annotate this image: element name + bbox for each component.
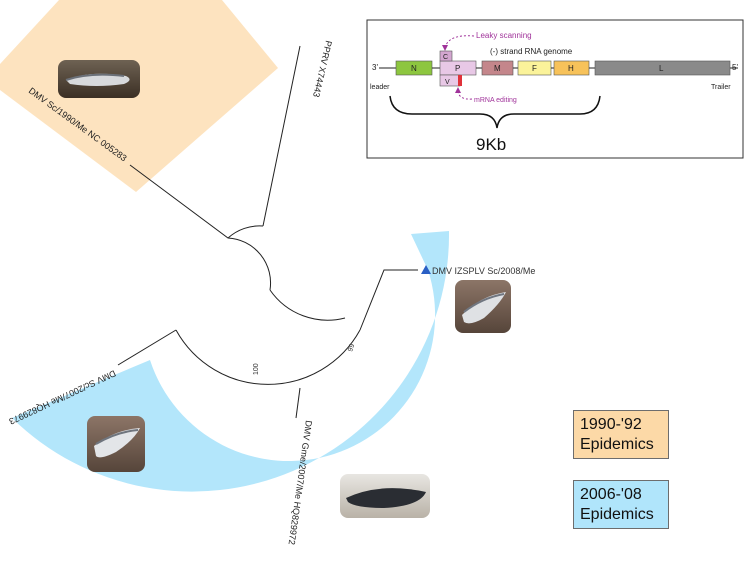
- bootstrap-99: 99: [347, 343, 356, 353]
- legend-2006-years: 2006-'08: [580, 486, 642, 503]
- gene-M: M: [481, 60, 514, 76]
- leaky-arrowhead-icon: [442, 45, 448, 51]
- genome-leader: leader: [370, 84, 390, 91]
- genome-inset: 3' leader 5' Trailer N P C V M: [366, 19, 744, 159]
- genome-trailer: Trailer: [711, 84, 731, 91]
- genome-size-label: 9Kb: [476, 135, 506, 154]
- branch-izsplv: [359, 269, 418, 331]
- branch-inner-arc: [227, 225, 264, 239]
- editing-arrowhead-icon: [455, 87, 461, 93]
- svg-text:H: H: [568, 64, 574, 73]
- legend-1990-epidemics: 1990-'92 Epidemics: [573, 410, 669, 459]
- gene-P: P: [439, 60, 477, 76]
- tree-branches: [117, 45, 418, 419]
- legend-1990-label: Epidemics: [580, 436, 654, 453]
- svg-text:L: L: [659, 64, 664, 73]
- dolphin-photo-gme2007: [340, 474, 430, 518]
- legend-2006-epidemics: 2006-'08 Epidemics: [573, 480, 669, 529]
- svg-text:P: P: [455, 64, 460, 73]
- branch-pprv: [262, 45, 301, 227]
- branch-dmv-1990: [129, 164, 272, 291]
- legend-2006-label: Epidemics: [580, 506, 654, 523]
- label-dmv-gme2007: DMV Gme/2007/Me HQ829972: [287, 420, 314, 546]
- branch-root-arc: [269, 289, 346, 321]
- branch-main-arc: [175, 329, 361, 385]
- dolphin-photo-sc2007: [87, 416, 145, 472]
- gene-H: H: [553, 60, 590, 76]
- gene-N: N: [395, 60, 433, 76]
- clade-1990-highlight: [0, 0, 278, 192]
- svg-text:F: F: [532, 64, 537, 73]
- label-pprv: PPRV X74443: [311, 40, 334, 99]
- legend-1990-years: 1990-'92: [580, 416, 642, 433]
- svg-text:V: V: [445, 79, 450, 86]
- gene-L: L: [594, 60, 731, 76]
- svg-text:N: N: [411, 64, 417, 73]
- gene-F: F: [517, 60, 552, 76]
- dolphin-photo-1990: [58, 60, 140, 98]
- branch-sc2007: [117, 329, 177, 366]
- bootstrap-100: 100: [253, 363, 260, 375]
- genome-brace: [389, 95, 601, 129]
- gene-C: C: [439, 50, 453, 62]
- mrna-editing-label: mRNA editing: [474, 97, 517, 104]
- branch-gme2007: [295, 387, 301, 419]
- genome-3prime: 3': [372, 63, 378, 72]
- label-dmv-izsplv: DMV IZSPLV Sc/2008/Me: [432, 266, 535, 276]
- strand-label: (-) strand RNA genome: [490, 47, 573, 56]
- dolphin-photo-izsplv: [455, 280, 511, 333]
- svg-text:C: C: [443, 54, 448, 61]
- leaky-scanning-label: Leaky scanning: [476, 31, 532, 40]
- gene-V: V: [439, 74, 462, 87]
- triangle-marker-icon: [421, 265, 431, 274]
- svg-text:M: M: [494, 64, 501, 73]
